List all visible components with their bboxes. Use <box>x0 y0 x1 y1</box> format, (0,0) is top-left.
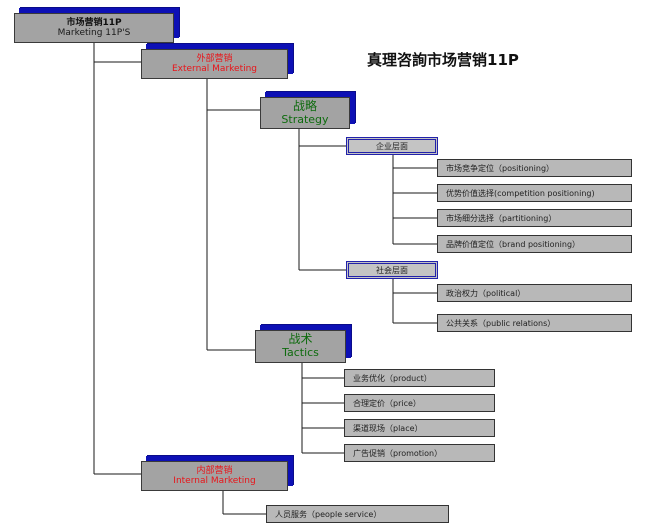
leaf-brand-positioning: 品牌价值定位（brand positioning） <box>437 235 632 253</box>
node-enterprise-level: 企业层面 <box>346 137 438 155</box>
node-strategy-cn: 战略 <box>292 98 317 113</box>
node-root-cn: 市场营销11P <box>66 17 122 28</box>
leaf-public-relations: 公共关系（public relations） <box>437 314 632 332</box>
node-tactics-en: Tactics <box>282 346 319 360</box>
node-tactics: 战术 Tactics <box>255 330 346 363</box>
node-external-en: External Marketing <box>171 64 258 74</box>
node-internal-cn: 内部营销 <box>196 465 233 476</box>
node-internal-marketing: 内部营销 Internal Marketing <box>141 461 288 491</box>
node-external-cn: 外部营销 <box>196 53 233 64</box>
leaf-partitioning: 市场细分选择（partitioning） <box>437 209 632 227</box>
diagram-title: 真理咨詢市场营销11P <box>367 51 519 69</box>
leaf-political: 政治权力（political） <box>437 284 632 302</box>
leaf-promotion: 广告促销（promotion） <box>344 444 495 462</box>
node-tactics-cn: 战术 <box>288 332 313 347</box>
node-social-level: 社会层面 <box>346 261 438 279</box>
node-external-marketing: 外部营销 External Marketing <box>141 49 288 79</box>
node-internal-en: Internal Marketing <box>173 476 256 486</box>
leaf-people-service: 人员服务（people service） <box>266 505 449 523</box>
leaf-product: 业务优化（product） <box>344 369 495 387</box>
node-strategy: 战略 Strategy <box>260 97 350 129</box>
leaf-competition-positioning: 优势价值选择(competition positioning) <box>437 184 632 202</box>
leaf-place: 渠道现场（place） <box>344 419 495 437</box>
node-strategy-en: Strategy <box>281 112 329 126</box>
node-root-en: Marketing 11P'S <box>57 28 131 38</box>
node-marketing-11p: 市场营销11P Marketing 11P'S <box>14 13 174 43</box>
leaf-positioning: 市场竞争定位（positioning） <box>437 159 632 177</box>
leaf-price: 合理定价（price） <box>344 394 495 412</box>
